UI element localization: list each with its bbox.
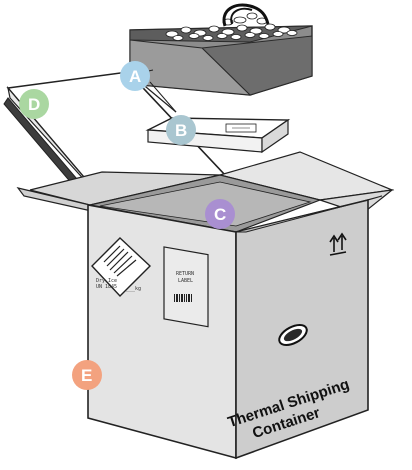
return-label-line1: RETURN xyxy=(176,271,194,277)
callout-e-label: E xyxy=(81,366,92,385)
barcode-icon xyxy=(174,294,192,302)
return-label-line2: LABEL xyxy=(178,278,193,284)
packing-tray xyxy=(130,5,312,95)
callout-a-label: A xyxy=(129,67,141,86)
return-label: RETURN LABEL xyxy=(164,247,208,327)
hazard-label-kg: ___kg xyxy=(126,286,141,292)
callout-d: D xyxy=(19,89,49,119)
callout-a: A xyxy=(120,61,150,91)
callout-c-label: C xyxy=(214,205,226,224)
callout-b-label: B xyxy=(175,121,187,140)
callout-e: E xyxy=(72,360,102,390)
callout-d-label: D xyxy=(28,95,40,114)
callout-b: B xyxy=(166,115,196,145)
callout-c: C xyxy=(205,199,235,229)
hazard-label-line2: UN 1845 xyxy=(96,284,117,290)
